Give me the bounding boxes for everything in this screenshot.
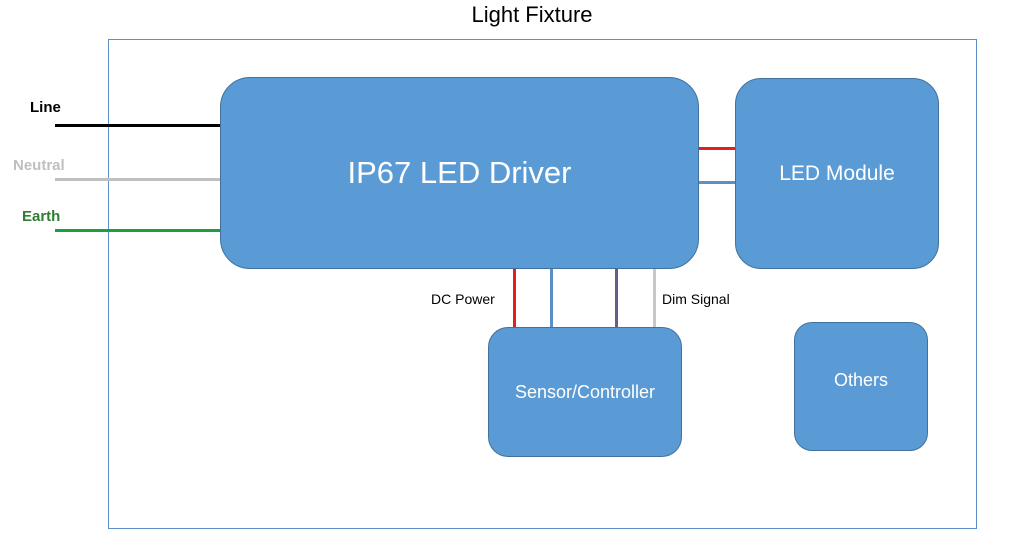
line-wire <box>55 124 220 127</box>
light-fixture-frame <box>108 39 977 529</box>
dc-positive-wire <box>513 269 516 327</box>
dc-power-label: DC Power <box>431 291 495 307</box>
dc-negative-wire <box>550 269 553 327</box>
led-driver-label: IP67 LED Driver <box>347 155 572 190</box>
sensor-controller-block: Sensor/Controller <box>488 327 682 457</box>
dim-positive-wire <box>615 269 618 327</box>
dim-negative-wire <box>653 269 656 327</box>
led-negative-wire <box>699 181 735 184</box>
led-driver-block: IP67 LED Driver <box>220 77 699 269</box>
led-module-label: LED Module <box>779 161 895 185</box>
neutral-wire <box>55 178 220 181</box>
others-label: Others <box>833 370 889 390</box>
earth-wire <box>55 229 220 232</box>
led-module-block: LED Module <box>735 78 939 269</box>
dim-signal-label: Dim Signal <box>662 291 730 307</box>
led-positive-wire <box>699 147 735 150</box>
diagram-title: Light Fixture <box>471 2 593 27</box>
neutral-label: Neutral <box>13 157 65 174</box>
others-block: Others <box>794 322 928 451</box>
line-label: Line <box>30 99 61 116</box>
earth-label: Earth <box>22 208 61 225</box>
sensor-controller-label: Sensor/Controller <box>514 381 656 402</box>
